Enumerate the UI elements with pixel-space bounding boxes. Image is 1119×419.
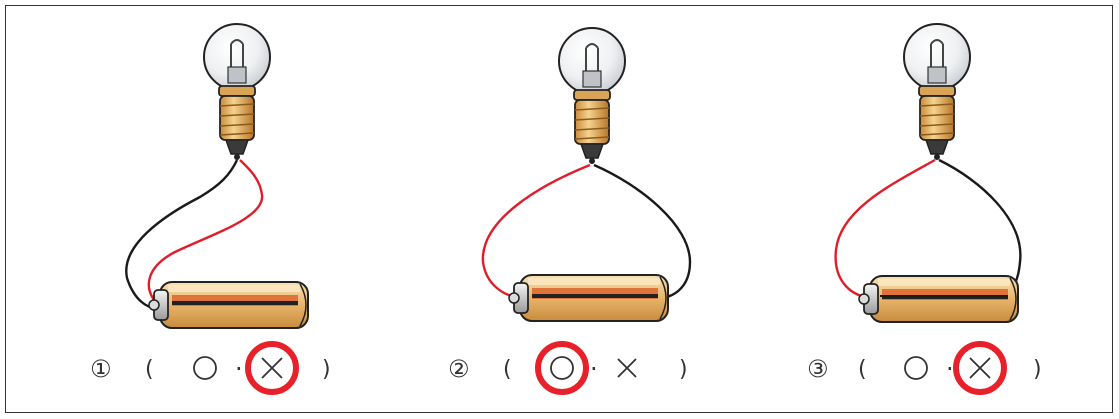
- answer-row-3: ③ ( · ): [807, 341, 1042, 395]
- battery-3: [858, 275, 1019, 323]
- black-wire-2: [593, 163, 692, 300]
- open-paren-3: (: [858, 357, 867, 382]
- light-bulb-1: [203, 23, 271, 161]
- close-paren-1: ): [322, 357, 331, 382]
- red-wire-3: [834, 158, 936, 300]
- option-cross-3[interactable]: [969, 357, 991, 379]
- red-wire-2: [481, 163, 591, 299]
- circuit-2: [481, 27, 692, 322]
- close-paren-2: ): [679, 357, 688, 382]
- light-bulb-3: [903, 23, 971, 161]
- battery-1: [148, 281, 309, 329]
- answer-row-2: ② ( · ): [448, 341, 688, 395]
- red-wire-1: [147, 159, 264, 306]
- question-number-2: ②: [448, 355, 470, 383]
- answer-ring-3: [953, 341, 1007, 395]
- option-circle-2[interactable]: [550, 356, 574, 380]
- light-bulb-2: [558, 27, 626, 165]
- circuit-1: [125, 23, 309, 329]
- close-paren-3: ): [1033, 357, 1042, 382]
- answer-ring-1: [245, 341, 299, 395]
- option-circle-3[interactable]: [904, 356, 928, 380]
- battery-2: [508, 274, 669, 322]
- question-number-1: ①: [90, 355, 112, 383]
- separator-3: ·: [946, 355, 954, 383]
- open-paren-2: (: [503, 357, 512, 382]
- circuit-3: [834, 23, 1022, 323]
- separator-2: ·: [590, 355, 598, 383]
- option-cross-1[interactable]: [261, 357, 283, 379]
- black-wire-1: [125, 159, 239, 310]
- answer-row-1: ① ( · ): [90, 341, 331, 395]
- question-number-3: ③: [807, 355, 829, 383]
- option-circle-1[interactable]: [193, 356, 217, 380]
- open-paren-1: (: [145, 357, 154, 382]
- option-cross-2[interactable]: [617, 358, 637, 378]
- answer-ring-2: [535, 341, 589, 395]
- separator-1: ·: [235, 355, 243, 383]
